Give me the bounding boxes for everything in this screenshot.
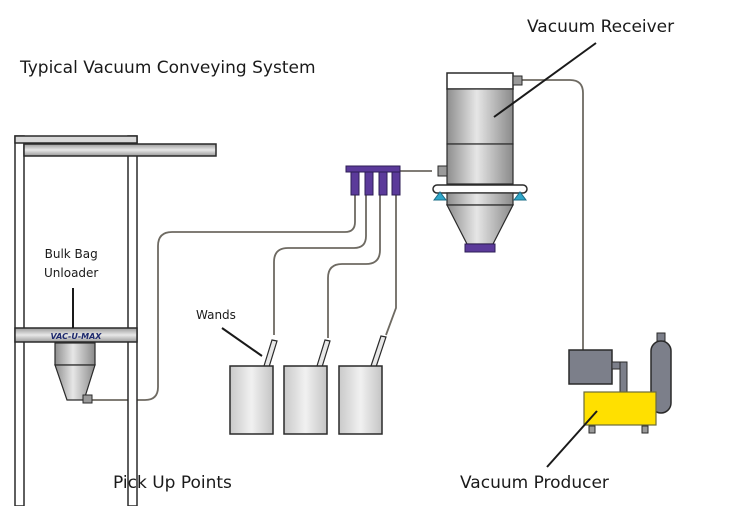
label-bulk-bag-line2: Unloader: [44, 266, 99, 280]
vacuum-producer: [546, 332, 672, 468]
wand-2: [316, 339, 331, 368]
callout-vacuum-receiver: [493, 42, 597, 118]
producer-body: [583, 391, 657, 426]
manifold-port-3: [378, 171, 388, 196]
manifold-header: [345, 165, 401, 173]
hose-unloader-to-manifold: [92, 194, 356, 401]
producer-riser-pipe: [619, 361, 628, 393]
support-foot-right: [513, 191, 527, 201]
receiver-cone: [446, 204, 514, 245]
manifold-port-1: [350, 171, 360, 196]
hose-wand-2: [327, 194, 381, 338]
label-vacuum-receiver: Vacuum Receiver: [527, 17, 675, 37]
label-pick-up-points: Pick Up Points: [113, 473, 232, 493]
diagram-title: Typical Vacuum Conveying System: [20, 58, 316, 78]
callout-wands: [221, 327, 263, 357]
receiver-lower-body: [446, 143, 514, 185]
receiver-support-ring: [432, 184, 528, 194]
wand-3: [370, 335, 387, 368]
pick-up-bin-2: [283, 365, 328, 435]
receiver-lid: [446, 72, 514, 90]
support-foot-left: [433, 191, 447, 201]
brand-plate: [14, 327, 138, 343]
hose-wand-1: [273, 194, 367, 335]
frame-top-beam: [14, 135, 138, 144]
hose-wand-3: [385, 194, 397, 336]
frame-post-left-outer: [14, 135, 25, 507]
hose-receiver-to-producer: [522, 79, 584, 350]
receiver-skirt: [446, 192, 514, 206]
hoses: [92, 79, 584, 401]
label-bulk-bag-unloader: Bulk Bag Unloader: [44, 245, 98, 283]
receiver-inlet-fitting: [437, 165, 448, 177]
pick-up-points: [221, 327, 387, 435]
wand-1: [263, 339, 278, 368]
receiver-upper-body: [446, 88, 514, 145]
unloader-outlet-fitting: [82, 394, 93, 404]
bulk-bag-unloader: [14, 135, 217, 507]
label-bulk-bag-line1: Bulk Bag: [44, 247, 98, 261]
label-wands: Wands: [196, 308, 236, 322]
pick-up-bin-3: [338, 365, 383, 435]
producer-foot-left: [588, 425, 596, 434]
producer-foot-right: [641, 425, 649, 434]
manifold-port-4: [391, 171, 401, 196]
unloader-hopper-top: [54, 342, 96, 366]
frame-post-right-outer: [127, 135, 138, 507]
vacuum-receiver: [432, 42, 597, 253]
silencer-cap: [656, 332, 666, 342]
pick-up-bin-1: [229, 365, 274, 435]
hoist-rail: [23, 143, 217, 157]
producer-connector-pipe: [611, 361, 621, 370]
callout-vacuum-producer: [546, 410, 598, 468]
label-vacuum-producer: Vacuum Producer: [460, 473, 609, 493]
producer-filter-box: [568, 349, 613, 385]
receiver-vacuum-fitting: [512, 75, 523, 86]
receiver-discharge-valve: [464, 243, 496, 253]
brand-plate-text: VAC-U-MAX: [51, 332, 103, 341]
manifold-port-2: [364, 171, 374, 196]
manifold: [345, 165, 401, 196]
